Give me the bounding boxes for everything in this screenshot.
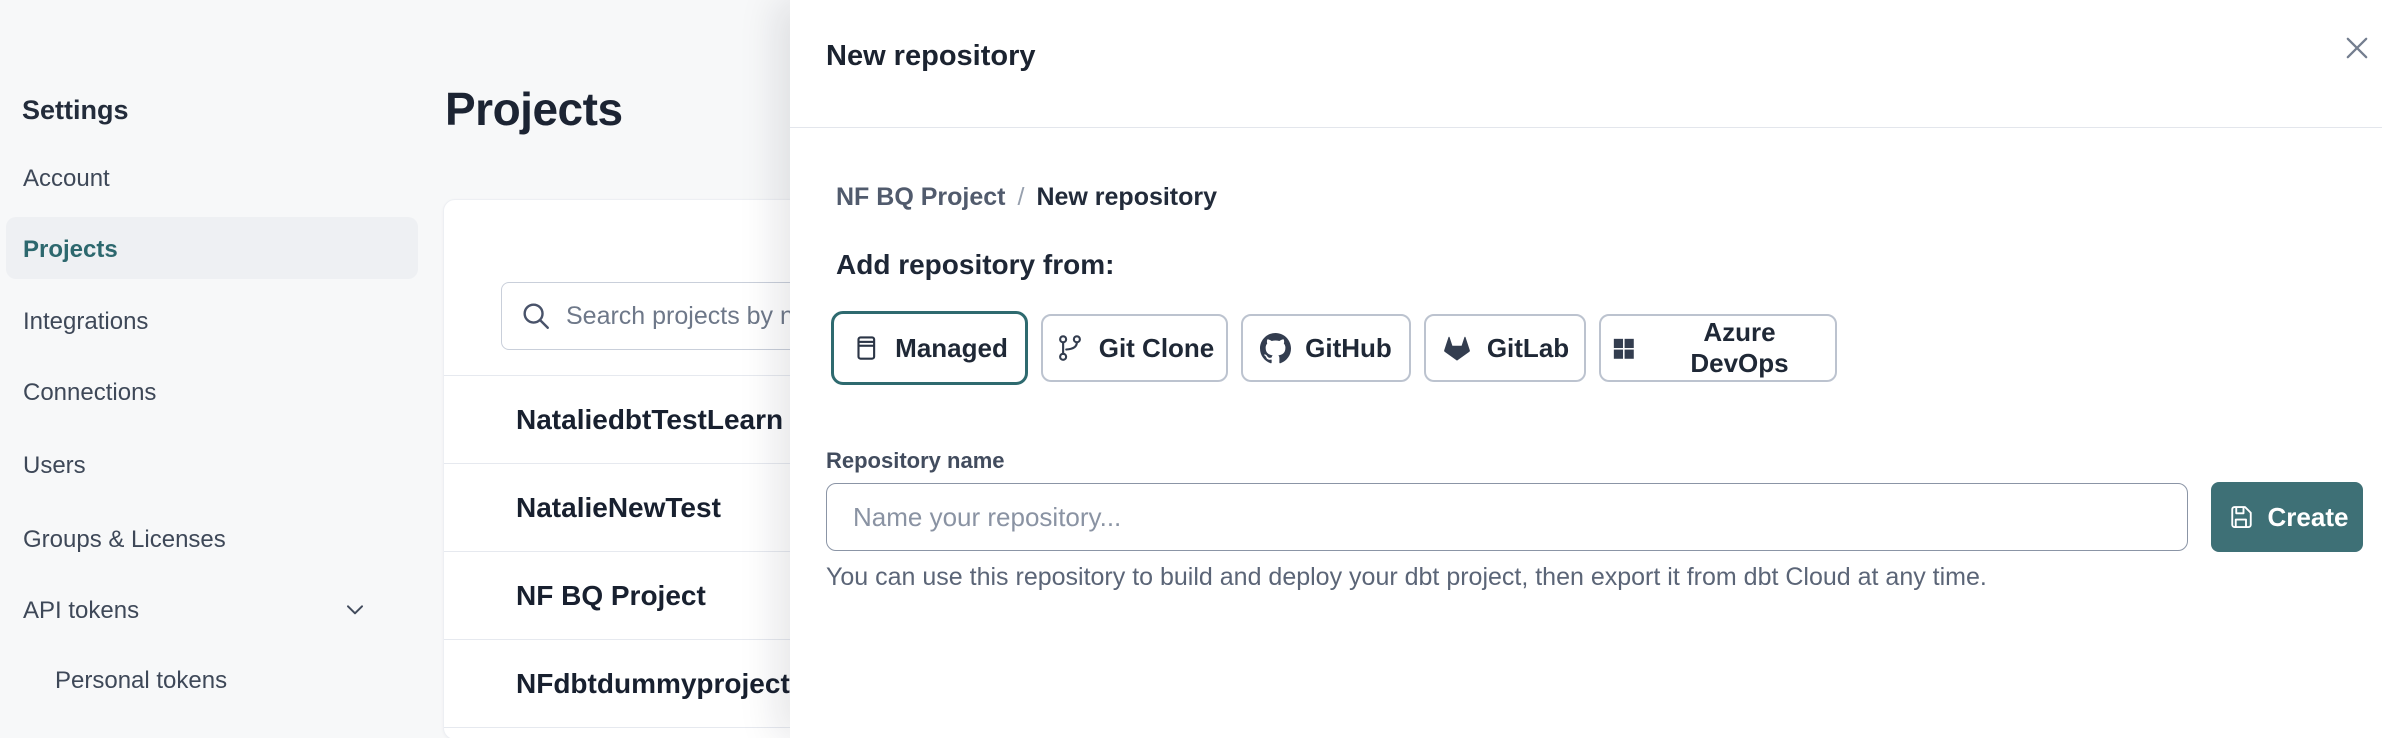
modal-header: New repository <box>790 0 2382 128</box>
repository-name-label: Repository name <box>826 448 1005 473</box>
source-gitlab-button[interactable]: GitLab <box>1424 314 1586 382</box>
managed-repo-icon <box>857 336 876 360</box>
sidebar-item-projects[interactable]: Projects <box>23 236 118 263</box>
project-name: NatalieNewTest <box>516 491 721 523</box>
chevron-down-icon <box>346 605 364 615</box>
helper-text: You can use this repository to build and… <box>826 563 1987 591</box>
source-github-button[interactable]: GitHub <box>1241 314 1411 382</box>
source-label: Azure DevOps <box>1690 317 1789 378</box>
save-icon <box>2230 506 2252 528</box>
breadcrumb-current: New repository <box>1036 183 1218 211</box>
close-button[interactable] <box>2340 31 2374 65</box>
project-name: NF BQ Project <box>516 579 706 611</box>
source-label: GitHub <box>1305 332 1392 363</box>
breadcrumb-separator: / <box>1017 183 1025 211</box>
git-branch-icon <box>1058 335 1081 361</box>
breadcrumb: NF BQ Project / New repository <box>836 183 1217 212</box>
azure-devops-icon <box>1613 338 1634 359</box>
source-managed-button[interactable]: Managed <box>831 311 1028 385</box>
new-repository-modal: New repository NF BQ Project / New reposit… <box>790 0 2382 738</box>
source-label: GitLab <box>1486 332 1570 363</box>
sidebar-item-connections[interactable]: Connections <box>23 379 157 406</box>
sidebar-item-personal-tokens[interactable]: Personal tokens <box>55 667 228 694</box>
source-label: Git Clone <box>1098 332 1215 363</box>
sidebar-item-api-tokens[interactable]: API tokens <box>23 597 140 624</box>
source-git-clone-button[interactable]: Git Clone <box>1041 314 1228 382</box>
source-azure-devops-button[interactable]: Azure DevOps <box>1599 314 1837 382</box>
repo-source-options: Managed Git Clone GitHub <box>831 311 1837 385</box>
sidebar-item-groups-licenses[interactable]: Groups & Licenses <box>23 526 226 553</box>
close-icon <box>2346 37 2368 59</box>
create-button[interactable]: Create <box>2211 482 2363 552</box>
breadcrumb-parent[interactable]: NF BQ Project <box>836 183 1006 211</box>
add-repository-heading: Add repository from: <box>836 249 1115 280</box>
gitlab-icon <box>1443 336 1470 361</box>
project-name: NFdbtdummyproject <box>516 667 790 699</box>
sidebar-item-account[interactable]: Account <box>23 165 110 192</box>
source-label: Managed <box>895 332 1008 363</box>
sidebar: Settings Account Projects Integrations C… <box>0 0 440 738</box>
github-icon <box>1260 332 1292 363</box>
sidebar-title: Settings <box>22 95 129 125</box>
sidebar-item-users[interactable]: Users <box>23 452 86 479</box>
sidebar-selected-highlight <box>6 217 418 279</box>
modal-title: New repository <box>826 40 1036 72</box>
page-title: Projects <box>445 83 623 135</box>
repository-name-input[interactable] <box>826 483 2188 551</box>
sidebar-item-integrations[interactable]: Integrations <box>23 308 149 335</box>
create-button-label: Create <box>2267 501 2349 532</box>
project-name: NataliedbtTestLearn T <box>516 403 808 435</box>
